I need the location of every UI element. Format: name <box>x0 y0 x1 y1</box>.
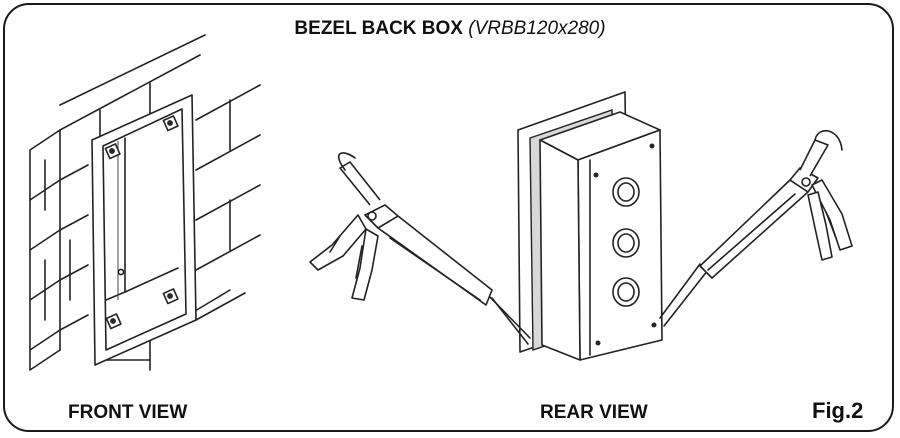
caulking-gun-left <box>309 152 531 345</box>
rear-back-box <box>517 91 663 361</box>
figure-title: BEZEL BACK BOX (VRBB120x280) <box>0 18 900 40</box>
brick-wall <box>29 34 261 371</box>
front-view-label: FRONT VIEW <box>68 402 188 423</box>
figure-number: Fig.2 <box>812 398 864 423</box>
bezel-front <box>91 94 197 366</box>
model-number: (VRBB120x280) <box>468 18 606 39</box>
title-text: BEZEL BACK BOX <box>294 18 463 39</box>
figure-border <box>3 3 894 432</box>
caulking-gun-right <box>659 129 853 327</box>
rear-view-label: REAR VIEW <box>540 402 648 423</box>
